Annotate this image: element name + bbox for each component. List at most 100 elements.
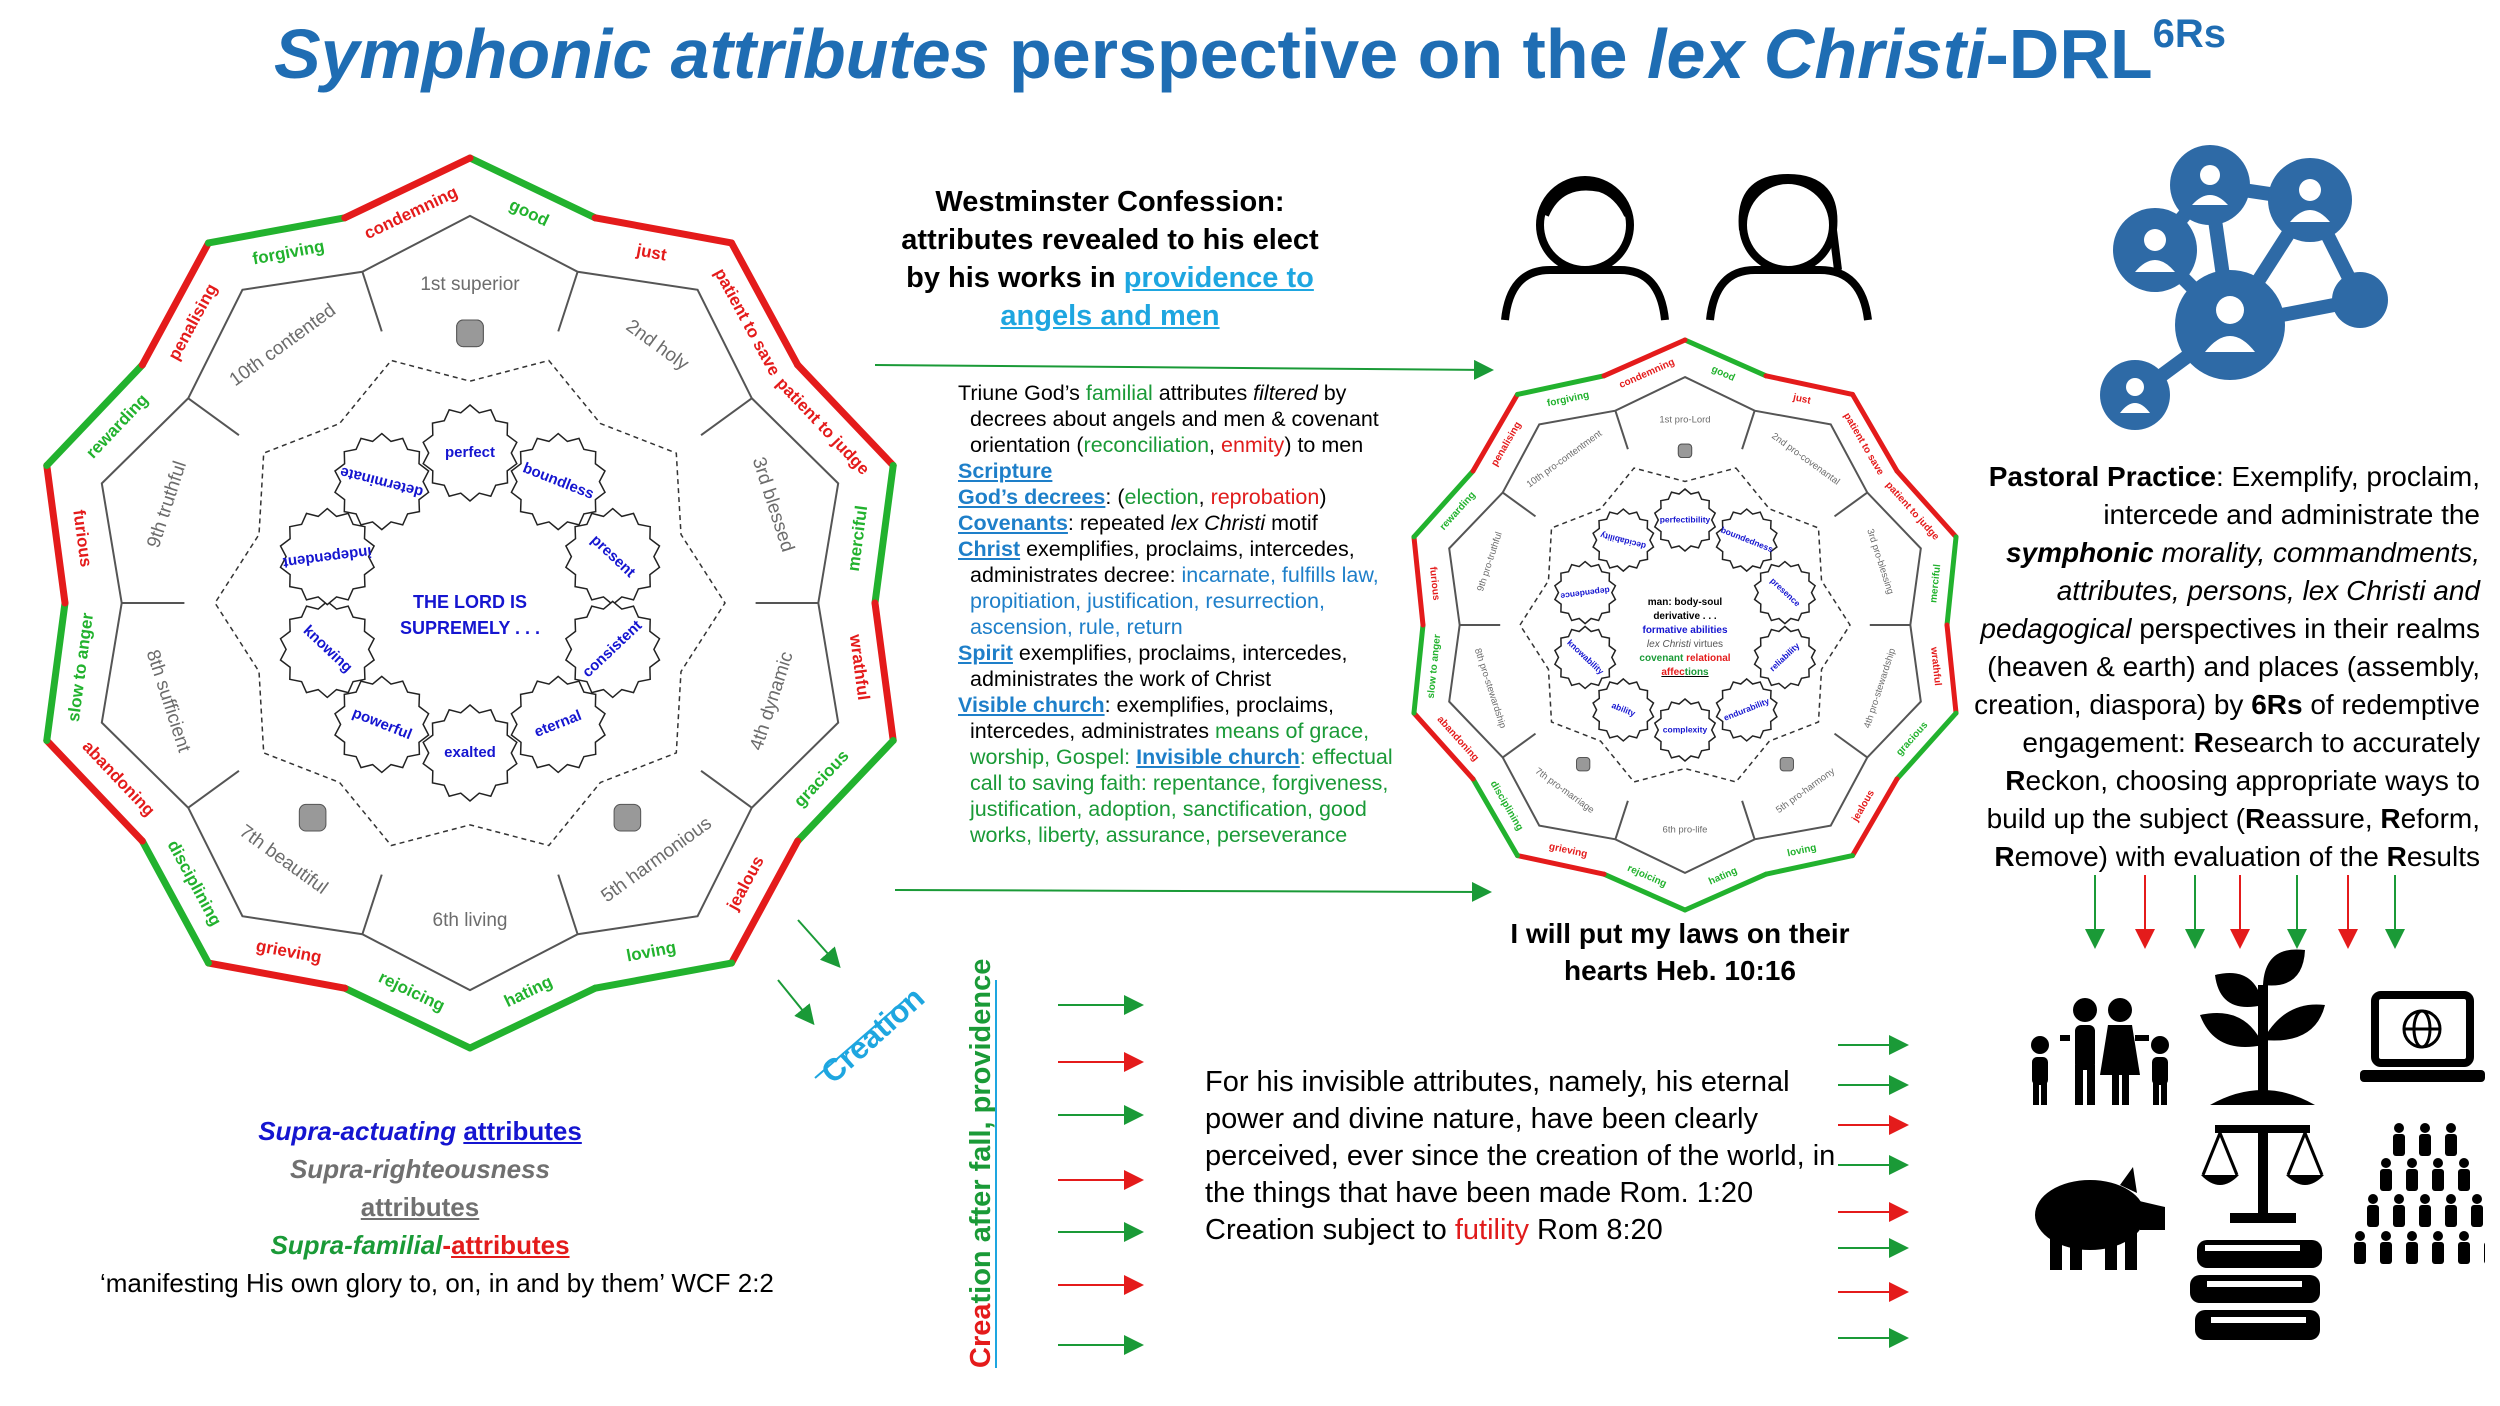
arrow-creation-2 xyxy=(777,979,815,1026)
law-tablet-icon xyxy=(1677,443,1693,458)
arrow-to-right-wheel-top xyxy=(874,359,1494,380)
wheel-outer-edge xyxy=(204,214,349,247)
angels-men-link[interactable]: angels and men xyxy=(1000,300,1220,332)
outer-attribute-label: furious xyxy=(1427,566,1441,601)
outer-attribute-label: forgiving xyxy=(1546,390,1590,410)
wheel-outer-edge xyxy=(43,599,69,745)
inner-attribute-label: perfectibility xyxy=(1660,514,1711,524)
wheel-outer-edge xyxy=(1601,871,1688,913)
inner-attribute-star xyxy=(1592,508,1655,573)
crowd-person-body xyxy=(2458,1169,2470,1191)
inner-attribute-star xyxy=(334,432,430,531)
law-tablet-icon xyxy=(613,803,642,832)
crowd-person-head xyxy=(2394,1123,2404,1133)
outer-attribute-label: just xyxy=(1791,392,1812,407)
hebrews-quote: I will put my laws on their hearts Heb. … xyxy=(1510,918,1850,986)
books-icon xyxy=(2190,1240,2322,1340)
crowd-person-head xyxy=(2433,1158,2443,1168)
right-center-virtues: lex Christi virtues xyxy=(1647,639,1723,650)
segment-label: 10th pro-contentment xyxy=(1525,428,1605,490)
family-icon xyxy=(2031,998,2169,1105)
segment-divider xyxy=(187,770,240,809)
segment-divider xyxy=(361,271,383,332)
wheel-outer-edge xyxy=(1514,373,1607,397)
dashed-inner-boundary xyxy=(1519,467,1851,783)
segment-divider xyxy=(1614,800,1629,840)
wheel-outer-edge xyxy=(1763,373,1856,397)
wheel-outer-edge xyxy=(1411,468,1476,540)
inner-attribute-star xyxy=(334,675,430,774)
decrees-link[interactable]: God’s decrees xyxy=(958,485,1106,509)
providence-link[interactable]: providence to xyxy=(1123,262,1314,294)
romans-quote: For his invisible attributes, namely, hi… xyxy=(1205,1066,1836,1246)
spirit-link[interactable]: Spirit xyxy=(958,641,1013,665)
inner-attribute-star xyxy=(279,507,376,606)
scales-icon xyxy=(2201,1125,2324,1223)
outer-attribute-label: abandoning xyxy=(1435,714,1481,764)
page-title: Symphonic attributes perspective on the … xyxy=(273,12,2227,93)
inner-attribute-star xyxy=(422,704,518,802)
westminster-heading: Westminster Confession: attributes revea… xyxy=(901,186,1319,332)
inner-attribute-star xyxy=(1653,698,1717,762)
relational-word: relational xyxy=(1683,653,1730,664)
right-center-covenant: covenant relational xyxy=(1639,653,1730,664)
invisible-church-link[interactable]: Invisible church xyxy=(1136,745,1300,769)
crowd-person-head xyxy=(2368,1194,2378,1204)
right-center-line: man: body-soul xyxy=(1648,597,1723,608)
wheel-outer-edge xyxy=(43,737,146,845)
wheel-outer-edge xyxy=(1944,622,1959,716)
segment-divider xyxy=(700,770,753,809)
arrow-creation-1 xyxy=(797,919,841,968)
wheel-outer-edge xyxy=(341,984,474,1052)
wheel-outer-edge xyxy=(794,361,897,469)
wheel-outer-edge xyxy=(871,599,897,745)
inner-attribute-star xyxy=(1592,677,1655,742)
virtues-italic: lex Christi xyxy=(1647,639,1692,650)
scripture-link[interactable]: Scripture xyxy=(958,459,1053,483)
outer-attribute-label: loving xyxy=(1786,842,1817,859)
segment-label: 5th pro-harmony xyxy=(1774,766,1837,816)
crowd-person-body xyxy=(2419,1134,2431,1156)
crowd-person-body xyxy=(2432,1169,2444,1191)
inner-attribute-star xyxy=(1753,625,1817,690)
law-tablet-icon xyxy=(456,319,484,348)
segment-label: 8th pro-stewardship xyxy=(1472,647,1508,730)
law-tablet-icon xyxy=(298,803,327,832)
segment-divider xyxy=(1614,410,1629,450)
covenants-link[interactable]: Covenants xyxy=(958,511,1068,535)
wheel-outer-edge xyxy=(728,239,802,369)
triune-attributes-text: Triune God’s familial attributes filtere… xyxy=(958,380,1418,848)
crowd-person-head xyxy=(2381,1231,2391,1241)
inner-attribute-star xyxy=(1553,560,1617,625)
christ-link[interactable]: Christ xyxy=(958,537,1021,561)
wheel-outer-edge xyxy=(43,361,146,469)
segment-divider xyxy=(1833,491,1868,518)
segment-label: 6th living xyxy=(433,910,508,931)
crowd-person-body xyxy=(2393,1134,2405,1156)
wheel-outer-edge xyxy=(1850,776,1900,859)
visible-church-link[interactable]: Visible church xyxy=(958,693,1105,717)
virtues-word: virtues xyxy=(1691,639,1723,650)
segment-divider xyxy=(361,874,383,935)
wheel-outer-edge xyxy=(794,737,897,845)
laptop-globe-icon xyxy=(2360,991,2485,1082)
wheel-outer-edge xyxy=(1682,871,1769,913)
wheel-outer-edge xyxy=(204,959,349,992)
inner-attribute-star xyxy=(1715,677,1778,742)
inner-attribute-star xyxy=(1753,560,1817,625)
affections-red: affec xyxy=(1661,667,1685,678)
segment-divider xyxy=(1502,491,1537,518)
right-center-abilities: formative abilities xyxy=(1642,625,1727,636)
right-center-affections: affections xyxy=(1661,667,1709,678)
crowd-person-body xyxy=(2367,1205,2379,1227)
segment-label: 2nd pro-covenantal xyxy=(1769,431,1841,488)
wheel-outer-edge xyxy=(466,984,599,1052)
segment-divider xyxy=(1502,732,1537,759)
wheel-center-line2: SUPREMELY . . . xyxy=(400,618,540,638)
wheel-outer-edge xyxy=(1763,853,1856,877)
man-icon xyxy=(1501,176,1669,321)
wheel-outer-edge xyxy=(1894,710,1959,782)
